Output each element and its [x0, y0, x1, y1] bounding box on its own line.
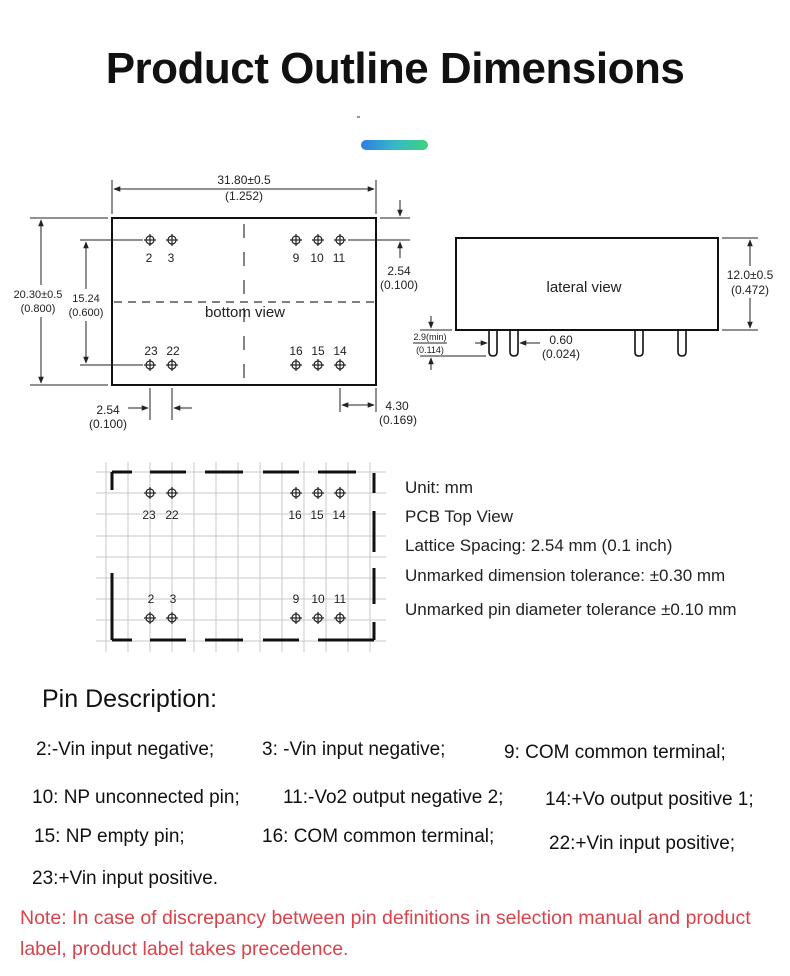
edge-offset-value: 2.54 [387, 264, 411, 278]
pin-marker [166, 359, 178, 371]
row-spacing-value-inch: (0.600) [69, 307, 104, 319]
pin-desc-9: 9: COM common terminal; [504, 742, 726, 763]
pin-label: 3 [170, 592, 177, 606]
note-pin-tolerance: Unmarked pin diameter tolerance ±0.10 mm [405, 600, 737, 619]
pin-marker [290, 234, 302, 246]
pin-description-heading: Pin Description: [42, 685, 218, 713]
pin-label: 22 [165, 508, 179, 522]
pin-desc-22: 22:+Vin input positive; [549, 833, 736, 854]
right-offset-dimension [339, 388, 377, 412]
pin-desc-10: 10: NP unconnected pin; [32, 787, 240, 808]
note-lattice: Lattice Spacing: 2.54 mm (0.1 inch) [405, 536, 673, 555]
pin-desc-14: 14:+Vo output positive 1; [545, 789, 754, 810]
pin-diameter-value-inch: (0.024) [542, 347, 580, 361]
pin-label: 2 [146, 251, 153, 265]
pin-marker [166, 234, 178, 246]
pin-marker [334, 487, 346, 499]
pin-label: 10 [310, 251, 324, 265]
bottom-view-body [111, 217, 377, 386]
lateral-view-body [455, 237, 719, 331]
pin-label: 14 [333, 344, 347, 358]
pin-marker [166, 612, 178, 624]
decorative-dot [357, 116, 360, 118]
pcb-top-view: 23 22 16 15 14 2 3 9 10 11 [96, 462, 386, 652]
pin-diameter-value: 0.60 [549, 333, 573, 347]
lateral-height-value-inch: (0.472) [731, 283, 769, 297]
bottom-view-pins [144, 234, 346, 371]
lateral-pin [677, 331, 687, 357]
pin-marker [312, 234, 324, 246]
pin-label: 11 [334, 592, 347, 606]
note-view: PCB Top View [405, 507, 514, 526]
pin-label: 15 [310, 508, 324, 522]
pin-length-value-inch: (0.114) [416, 345, 444, 355]
pin-label: 10 [311, 592, 325, 606]
pin-marker [334, 234, 346, 246]
pin-marker [144, 234, 156, 246]
discrepancy-note: Note: In case of discrepancy between pin… [20, 907, 751, 960]
height-value-inch: (0.800) [21, 303, 56, 315]
pin-label: 23 [142, 508, 156, 522]
pin-marker [312, 359, 324, 371]
pitch-value-inch: (0.100) [89, 417, 127, 431]
edge-offset-dimension [348, 200, 410, 258]
pin-label: 22 [166, 344, 180, 358]
width-value-inch: (1.252) [225, 189, 263, 203]
lateral-height-value: 12.0±0.5 [727, 268, 774, 282]
lateral-pin [488, 331, 498, 357]
pin-label: 16 [289, 344, 303, 358]
note-unit: Unit: mm [405, 478, 473, 497]
pin-label: 14 [332, 508, 346, 522]
bottom-view-label: bottom view [205, 304, 285, 321]
pin-desc-2: 2:-Vin input negative; [36, 739, 215, 760]
pin-marker [290, 359, 302, 371]
lateral-view-label: lateral view [546, 279, 621, 296]
pin-desc-3: 3: -Vin input negative; [262, 739, 446, 760]
pin-marker [290, 487, 302, 499]
note-dimension-tolerance: Unmarked dimension tolerance: ±0.30 mm [405, 566, 726, 585]
pin-label: 23 [144, 344, 158, 358]
pitch-dimension [128, 388, 192, 420]
pin-desc-23: 23:+Vin input positive. [32, 868, 219, 889]
pin-label: 3 [168, 251, 175, 265]
pin-length-value: 2.9(min) [413, 332, 446, 342]
accent-bar [361, 140, 428, 150]
top-view-pins [144, 487, 346, 624]
right-offset-value: 4.30 [385, 399, 409, 413]
width-dimension [111, 180, 377, 214]
pin-label: 9 [293, 251, 300, 265]
pin-marker [166, 487, 178, 499]
pin-label: 9 [293, 592, 300, 606]
lateral-pin [509, 331, 519, 357]
pin-label: 16 [288, 508, 302, 522]
pitch-value: 2.54 [96, 403, 120, 417]
pin-length-dimension [413, 316, 486, 370]
pin-label: 11 [333, 251, 346, 265]
outline-drawing: bottom view 2 3 9 10 11 23 22 16 15 14 3… [10, 173, 776, 431]
pin-marker [312, 612, 324, 624]
top-view-outline [110, 470, 376, 642]
pin-marker [334, 359, 346, 371]
pin-marker [334, 612, 346, 624]
pin-desc-11: 11:-Vo2 output negative 2; [283, 787, 504, 808]
pin-label: 15 [311, 344, 325, 358]
pin-marker [144, 612, 156, 624]
lateral-view-pins [488, 331, 687, 357]
lattice-grid [96, 462, 386, 652]
lateral-pin [634, 331, 644, 357]
pin-marker [290, 612, 302, 624]
pin-marker [144, 487, 156, 499]
width-value: 31.80±0.5 [217, 173, 271, 187]
pin-marker [312, 487, 324, 499]
right-offset-value-inch: (0.169) [379, 413, 417, 427]
edge-offset-value-inch: (0.100) [380, 278, 418, 292]
pin-marker [144, 359, 156, 371]
row-spacing-value: 15.24 [72, 293, 100, 305]
page-title: Product Outline Dimensions [105, 44, 685, 93]
pin-label: 2 [148, 592, 155, 606]
pin-desc-15: 15: NP empty pin; [34, 826, 185, 847]
height-value: 20.30±0.5 [14, 289, 63, 301]
pin-desc-16: 16: COM common terminal; [262, 826, 495, 847]
